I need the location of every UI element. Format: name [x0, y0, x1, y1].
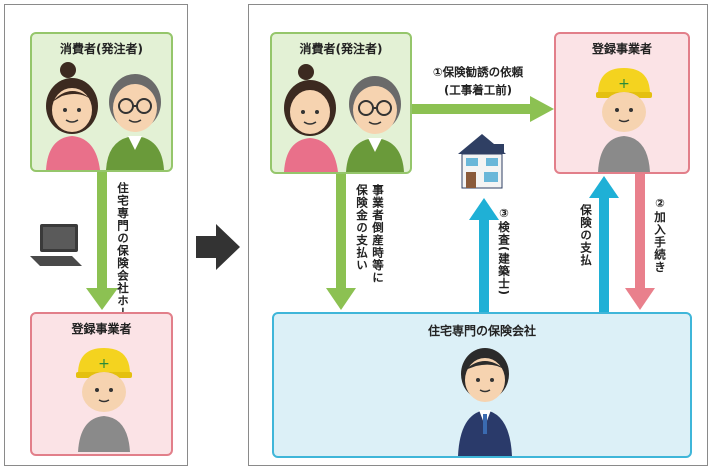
left-contractor-box: 登録事業者 + — [30, 312, 173, 456]
svg-text:+: + — [618, 76, 630, 92]
left-contractor-title: 登録事業者 — [71, 322, 132, 336]
payout-insurance-label: 保険の支払 — [579, 204, 593, 267]
right-contractor-title: 登録事業者 — [591, 42, 652, 56]
step2-label: ②加入手続き — [653, 196, 667, 274]
step3-arrow — [479, 218, 489, 312]
payout-bankrupt-label-col1: 事業者倒産時等に — [371, 184, 385, 284]
house-icon — [458, 134, 506, 189]
step1-label-line2: (工事着工前) — [443, 83, 512, 97]
right-contractor-box: 登録事業者 + — [554, 32, 690, 174]
businessman-icon — [458, 348, 512, 456]
insurer-title: 住宅専門の保険会社 — [427, 324, 536, 338]
left-consumer-title: 消費者(発注者) — [60, 42, 143, 56]
right-consumer-title: 消費者(発注者) — [299, 42, 383, 56]
man-glasses-icon — [346, 76, 404, 172]
woman-icon — [284, 64, 338, 172]
step1-arrow — [412, 104, 534, 114]
payout-bankrupt-arrow — [336, 174, 346, 290]
transition-arrow-icon — [196, 224, 240, 270]
construction-worker-icon: + — [596, 68, 652, 172]
left-consumer-box: 消費者(発注者) — [30, 32, 173, 172]
step1-label-line1: ①保険勧誘の依頼 — [432, 65, 524, 79]
payout-bankrupt-label-col2: 保険金の支払い — [355, 184, 369, 272]
step2-arrow — [635, 174, 645, 290]
man-glasses-icon — [106, 74, 164, 170]
payout-insurance-arrow — [599, 196, 609, 312]
insurer-box: 住宅専門の保険会社 — [272, 312, 692, 458]
step3-label: ③検査(建築士) — [497, 206, 511, 297]
construction-worker-icon: + — [76, 348, 132, 452]
woman-icon — [46, 62, 100, 170]
right-consumer-box: 消費者(発注者) — [270, 32, 412, 174]
laptop-icon — [30, 224, 82, 266]
svg-text:+: + — [98, 356, 110, 372]
